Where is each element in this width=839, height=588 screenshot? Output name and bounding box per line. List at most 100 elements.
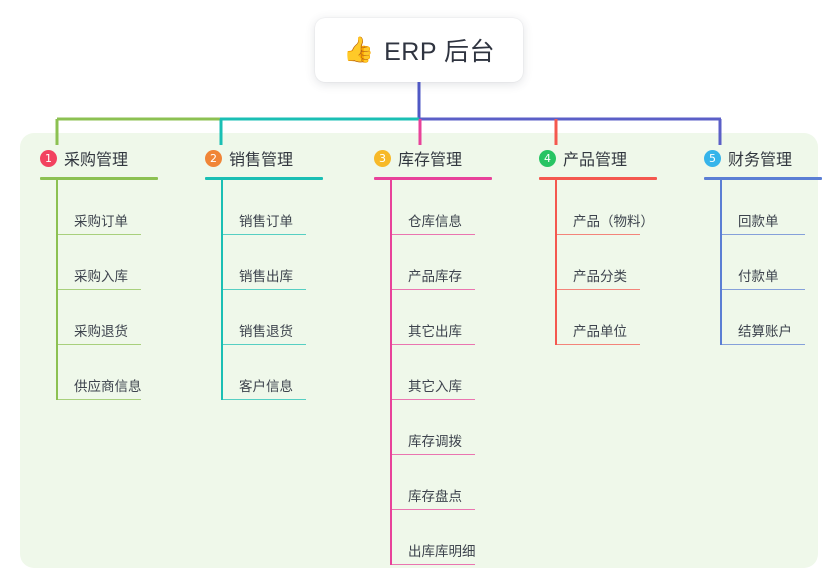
column-header-2[interactable]: 2 销售管理 <box>203 146 323 170</box>
column-title-2: 销售管理 <box>229 152 294 169</box>
menu-item-label: 付款单 <box>738 269 779 284</box>
menu-item-label: 供应商信息 <box>74 379 142 394</box>
column-header-5[interactable]: 5 财务管理 <box>702 146 822 170</box>
column-items-2: 销售订单销售出库销售退货客户信息 <box>221 180 323 400</box>
menu-item[interactable]: 其它入库 <box>390 345 492 400</box>
menu-item[interactable]: 采购退货 <box>56 290 158 345</box>
column-header-4[interactable]: 4 产品管理 <box>537 146 657 170</box>
menu-item-rule <box>390 398 475 400</box>
column-财务管理: 5 财务管理回款单付款单结算账户 <box>702 146 822 345</box>
column-badge-3: 3 <box>374 149 391 167</box>
menu-item-rule <box>555 233 640 235</box>
column-badge-1: 1 <box>40 149 57 167</box>
menu-item-rule <box>56 343 141 345</box>
root-node-title: ERP 后台 <box>384 38 496 66</box>
menu-item-rule <box>390 288 475 290</box>
menu-item[interactable]: 仓库信息 <box>390 180 492 235</box>
column-spine-5 <box>720 180 722 345</box>
menu-item[interactable]: 采购订单 <box>56 180 158 235</box>
menu-item-rule <box>720 288 805 290</box>
menu-item[interactable]: 其它出库 <box>390 290 492 345</box>
menu-item-label: 销售出库 <box>239 269 293 284</box>
root-node-card[interactable]: 👍 ERP 后台 <box>315 18 523 82</box>
menu-item-rule <box>390 453 475 455</box>
menu-item-rule <box>390 563 475 565</box>
column-title-3: 库存管理 <box>398 152 463 169</box>
column-title-1: 采购管理 <box>64 152 129 169</box>
menu-item-rule <box>390 343 475 345</box>
menu-item[interactable]: 库存调拨 <box>390 400 492 455</box>
menu-item-rule <box>56 288 141 290</box>
menu-item[interactable]: 产品单位 <box>555 290 657 345</box>
column-items-4: 产品（物料） 产品分类产品单位 <box>555 180 657 345</box>
menu-item-label: 客户信息 <box>239 379 293 394</box>
diagram-background-panel <box>20 133 818 568</box>
menu-item-label: 采购入库 <box>74 269 128 284</box>
column-rule-1 <box>40 177 158 180</box>
menu-item-label: 仓库信息 <box>408 214 462 229</box>
column-title-5: 财务管理 <box>728 152 793 169</box>
menu-item-label: 产品库存 <box>408 269 462 284</box>
column-items-5: 回款单付款单结算账户 <box>720 180 822 345</box>
menu-item-label: 销售订单 <box>239 214 293 229</box>
menu-item-rule <box>221 288 306 290</box>
column-销售管理: 2 销售管理销售订单销售出库销售退货客户信息 <box>203 146 323 400</box>
menu-item-label: 其它出库 <box>408 324 462 339</box>
menu-item-rule <box>221 343 306 345</box>
menu-item[interactable]: 客户信息 <box>221 345 323 400</box>
menu-item-label: 出库库明细 <box>408 544 476 559</box>
column-badge-2: 2 <box>205 149 222 167</box>
menu-item[interactable]: 出库库明细 <box>390 510 492 565</box>
column-header-3[interactable]: 3 库存管理 <box>372 146 492 170</box>
column-产品管理: 4 产品管理产品（物料） 产品分类产品单位 <box>537 146 657 345</box>
menu-item[interactable]: 销售订单 <box>221 180 323 235</box>
column-spine-3 <box>390 180 392 565</box>
menu-item-rule <box>720 343 805 345</box>
column-spine-2 <box>221 180 223 400</box>
menu-item-rule <box>390 233 475 235</box>
column-badge-5: 5 <box>704 149 721 167</box>
menu-item[interactable]: 销售退货 <box>221 290 323 345</box>
column-采购管理: 1 采购管理采购订单采购入库采购退货供应商信息 <box>38 146 158 400</box>
menu-item-rule <box>555 343 640 345</box>
column-rule-2 <box>205 177 323 180</box>
menu-item-label: 采购订单 <box>74 214 128 229</box>
menu-item-label: 库存调拨 <box>408 434 462 449</box>
menu-item-label: 销售退货 <box>239 324 293 339</box>
menu-item[interactable]: 结算账户 <box>720 290 822 345</box>
column-spine-4 <box>555 180 557 345</box>
menu-item[interactable]: 付款单 <box>720 235 822 290</box>
menu-item-rule <box>221 398 306 400</box>
menu-item[interactable]: 产品分类 <box>555 235 657 290</box>
menu-item[interactable]: 产品库存 <box>390 235 492 290</box>
menu-item[interactable]: 产品（物料） <box>555 180 657 235</box>
menu-item-label: 产品单位 <box>573 324 627 339</box>
column-rule-4 <box>539 177 657 180</box>
menu-item-label: 产品分类 <box>573 269 627 284</box>
column-rule-3 <box>374 177 492 180</box>
menu-item[interactable]: 库存盘点 <box>390 455 492 510</box>
menu-item-label: 结算账户 <box>738 324 792 339</box>
menu-item-label: 产品（物料） <box>573 214 654 229</box>
column-rule-5 <box>704 177 822 180</box>
column-badge-4: 4 <box>539 149 556 167</box>
menu-item[interactable]: 采购入库 <box>56 235 158 290</box>
menu-item-label: 采购退货 <box>74 324 128 339</box>
menu-item-rule <box>56 233 141 235</box>
menu-item-label: 回款单 <box>738 214 779 229</box>
thumbs-up-icon: 👍 <box>342 35 375 64</box>
menu-item-label: 其它入库 <box>408 379 462 394</box>
menu-item-rule <box>390 508 475 510</box>
column-库存管理: 3 库存管理仓库信息产品库存其它出库其它入库库存调拨库存盘点出库库明细 <box>372 146 492 565</box>
column-spine-1 <box>56 180 58 400</box>
column-items-1: 采购订单采购入库采购退货供应商信息 <box>56 180 158 400</box>
menu-item-rule <box>221 233 306 235</box>
menu-item[interactable]: 回款单 <box>720 180 822 235</box>
menu-item-rule <box>555 288 640 290</box>
menu-item[interactable]: 销售出库 <box>221 235 323 290</box>
menu-item-rule <box>56 398 141 400</box>
menu-item[interactable]: 供应商信息 <box>56 345 158 400</box>
menu-item-rule <box>720 233 805 235</box>
column-header-1[interactable]: 1 采购管理 <box>38 146 158 170</box>
column-title-4: 产品管理 <box>563 152 628 169</box>
